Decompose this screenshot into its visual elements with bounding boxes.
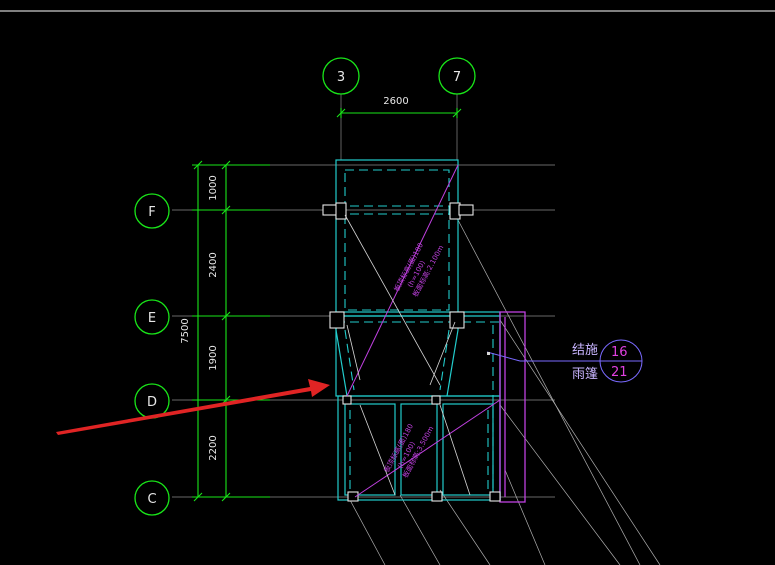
dimension-text: 7500 [180,318,191,343]
tag-label-1: 结施 [572,343,598,358]
dimension-text: 2400 [208,252,219,277]
marker-dot [487,352,490,355]
dimension-text: 2200 [208,435,219,460]
axis-bubble-7: 7 [438,57,476,95]
horizontal-grid-lines [172,164,555,498]
dimension-text: 1900 [208,345,219,370]
axis-bubble-C: C [134,480,170,516]
axis-bubble-3: 3 [322,57,360,95]
dimension-text: 2600 [383,96,408,107]
canopy-outline [499,311,526,503]
axis-label: C [147,492,156,507]
axis-label: 7 [453,70,461,85]
tag-sheet-number: 16 [611,345,628,360]
tag-label-2: 雨篷 [572,367,598,382]
vertical-grid-lines [340,94,458,160]
axis-bubble-E: E [134,299,170,335]
axis-label: 3 [337,70,345,85]
tag-detail-number: 21 [611,365,628,380]
dimension-text: 1000 [208,175,219,200]
axis-bubble-F: F [134,193,170,229]
axis-label: E [148,311,156,326]
red-arrow-annotation [56,379,330,435]
detail-reference-tag: 结施 雨篷 16 21 [486,339,643,383]
left-dimension-chain: 7500 1000 2400 1900 2200 [180,160,270,502]
columns [322,202,501,502]
top-dimension: 2600 [336,96,462,118]
axis-label: F [148,205,155,220]
slab-diagonals [344,164,501,498]
axis-label: D [147,395,157,410]
slab-note-upper: 板顶标高(面)180 (h=100) 板面标高:2.100m [392,241,446,298]
